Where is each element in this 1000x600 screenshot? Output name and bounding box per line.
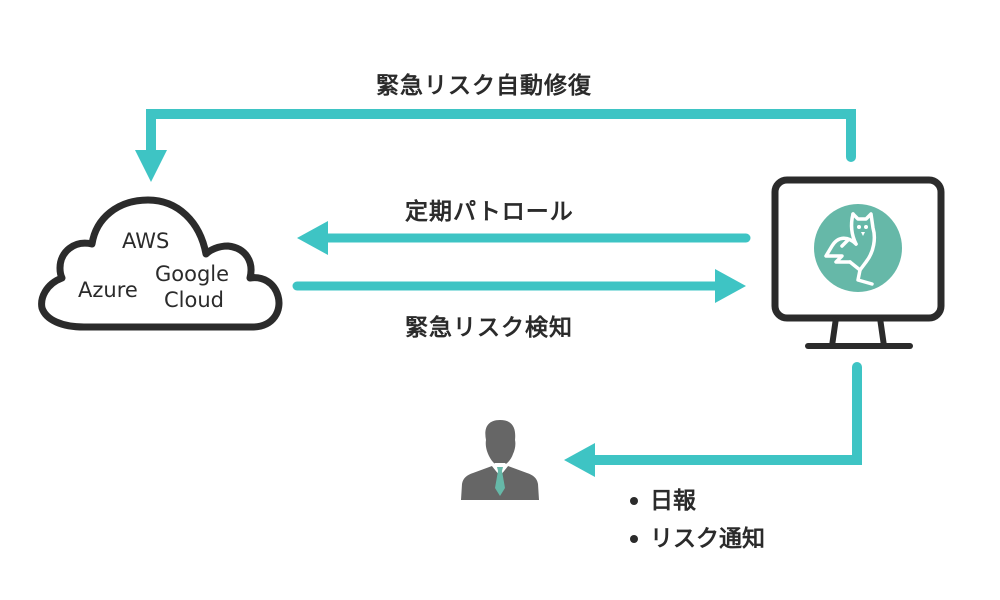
notify-item-risk-alert: リスク通知 xyxy=(612,520,765,558)
owl-icon xyxy=(814,204,902,292)
bullet-icon xyxy=(630,535,638,543)
notify-list: 日報 リスク通知 xyxy=(612,482,765,558)
notify-arrow xyxy=(564,362,862,477)
patrol-label: 定期パトロール xyxy=(405,199,574,225)
cloud-label-google: Google xyxy=(155,262,230,286)
auto-remediation-arrow xyxy=(135,109,856,182)
arrowhead-left xyxy=(564,443,595,477)
cloud-label-cloud: Cloud xyxy=(164,288,224,312)
detect-label: 緊急リスク検知 xyxy=(405,315,573,341)
arrowhead-right xyxy=(715,269,746,303)
bullet-icon xyxy=(630,497,638,505)
cloud-label-azure: Azure xyxy=(78,278,138,302)
businessman-icon xyxy=(461,420,539,500)
arrowhead-down xyxy=(135,150,167,182)
cloud-icon xyxy=(38,196,283,331)
detect-arrow xyxy=(292,269,746,303)
arrowhead-left xyxy=(297,221,328,255)
notify-item-daily-report: 日報 xyxy=(612,482,765,520)
cloud-label-aws: AWS xyxy=(122,229,170,253)
notify-item-label: 日報 xyxy=(650,488,696,514)
patrol-arrow xyxy=(297,221,751,255)
notify-item-label: リスク通知 xyxy=(650,526,765,552)
auto-remediation-label: 緊急リスク自動修復 xyxy=(376,73,592,99)
